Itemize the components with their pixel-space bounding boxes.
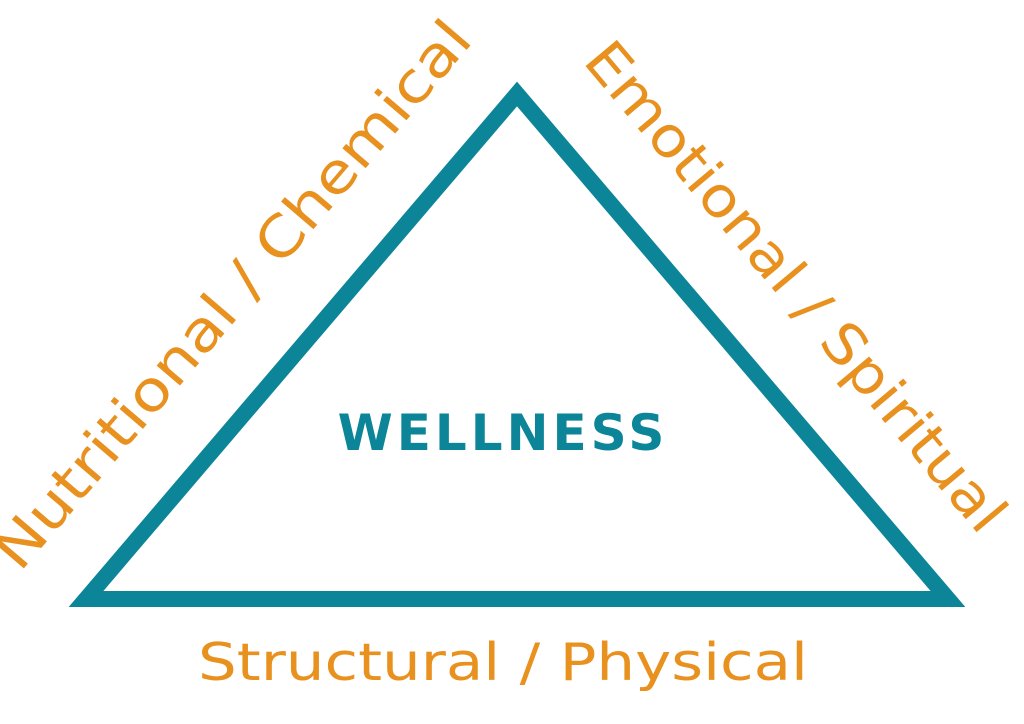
bottom-label: Structural / Physical — [198, 633, 808, 693]
center-title: WELLNESS — [338, 404, 669, 462]
wellness-triangle — [68, 81, 966, 607]
right-side-label: Emotional / Spiritual — [571, 29, 1019, 546]
left-side-label: Nutritional / Chemical — [0, 8, 485, 582]
